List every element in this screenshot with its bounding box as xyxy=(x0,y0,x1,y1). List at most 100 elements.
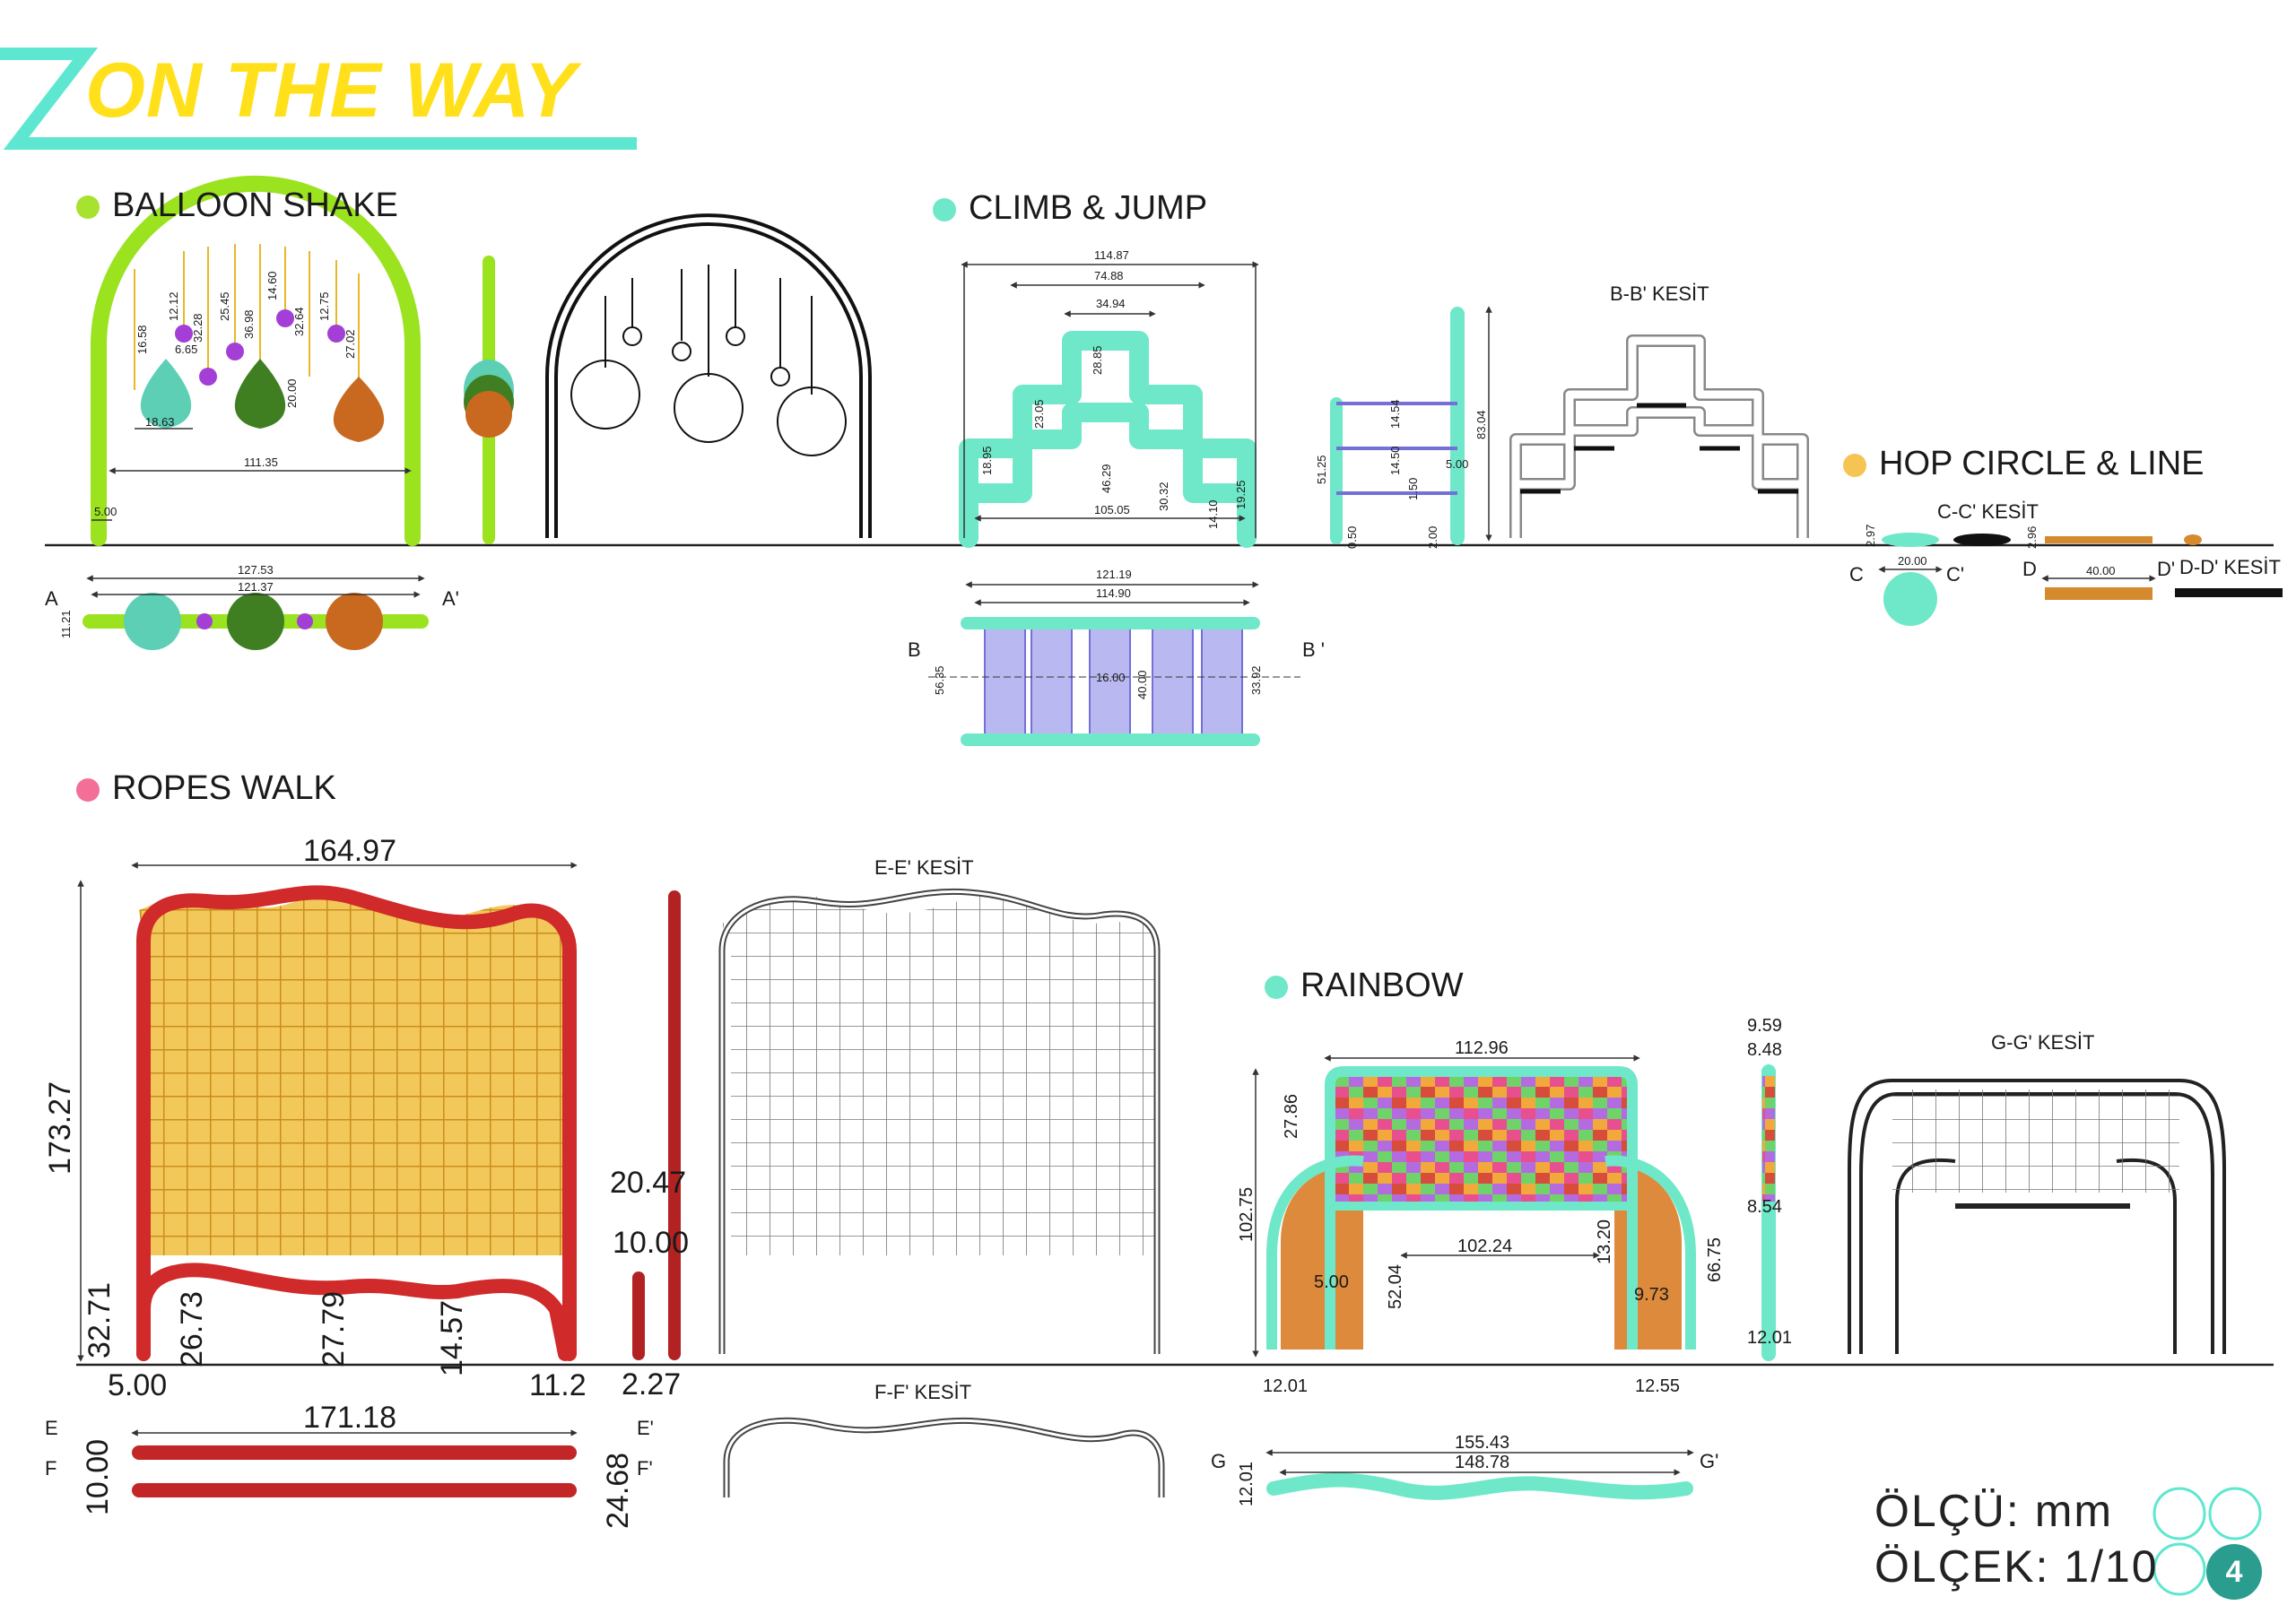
dim-label: 30.32 xyxy=(1157,482,1170,511)
dim-label: 114.90 xyxy=(1096,586,1131,600)
dim-label: 14.54 xyxy=(1388,399,1402,429)
dim-label: 27.79 xyxy=(317,1291,351,1367)
dim-label: 1.50 xyxy=(1406,478,1420,500)
marker-f-prime: F' xyxy=(637,1457,653,1480)
dim-label: 9.73 xyxy=(1634,1285,1669,1305)
dim-label: 36.98 xyxy=(242,309,256,339)
dim-label: 5.00 xyxy=(94,505,117,518)
dim-label: 19.25 xyxy=(1234,480,1248,509)
section-heading-hop-circle-line: HOP CIRCLE & LINE xyxy=(1843,447,2205,481)
cut-title-bb: B-B' KESİT xyxy=(1610,282,1709,305)
dim-label: 2.27 xyxy=(622,1367,681,1402)
section-label: CLIMB & JUMP xyxy=(969,189,1208,227)
dim-label: 155.43 xyxy=(1455,1433,1509,1453)
dim-label: 2.96 xyxy=(2025,526,2039,549)
marker-a-prime: A' xyxy=(442,587,459,610)
dim-label: 13.20 xyxy=(1595,1219,1614,1264)
dim-label: 105.05 xyxy=(1094,503,1130,516)
dim-label: 2.97 xyxy=(1864,525,1877,547)
section-heading-rainbow: RAINBOW xyxy=(1265,968,1464,1002)
dim-label: 5.00 xyxy=(108,1368,167,1402)
rainbow-section-gg xyxy=(1848,1079,2226,1354)
dim-label: 12.01 xyxy=(1237,1462,1257,1506)
dim-label: 18.63 xyxy=(145,415,175,429)
hop-plans xyxy=(1878,566,2283,626)
marker-g-prime: G' xyxy=(1700,1450,1718,1472)
dim-label: 18.95 xyxy=(980,446,994,475)
marker-f: F xyxy=(45,1457,57,1480)
marker-d: D xyxy=(2022,558,2037,580)
dim-label: 34.94 xyxy=(1096,297,1126,310)
cut-title-gg: G-G' KESİT xyxy=(1991,1031,2094,1054)
dim-label: 32.71 xyxy=(83,1282,117,1358)
dim-label: 33.92 xyxy=(1249,665,1263,695)
marker-b: B xyxy=(908,638,921,661)
marker-d-prime: D' xyxy=(2157,558,2175,580)
marker-e: E xyxy=(45,1417,58,1439)
balloon-shake-elevation xyxy=(91,175,421,546)
ropes-walk-side-view xyxy=(632,890,681,1360)
scale-label: ÖLÇEK: 1/10 xyxy=(1874,1541,2159,1592)
dim-label: 24.68 xyxy=(601,1453,635,1529)
dim-label: 12.01 xyxy=(1747,1328,1792,1348)
climb-jump-side-view xyxy=(1330,306,1492,545)
section-label: HOP CIRCLE & LINE xyxy=(1879,445,2205,482)
dim-label: 20.00 xyxy=(1898,554,1927,568)
marker-c: C xyxy=(1849,563,1864,586)
dim-label: 127.53 xyxy=(238,563,274,577)
dim-label: 27.02 xyxy=(344,329,357,359)
climb-jump-steps xyxy=(1520,403,1798,494)
dim-label: 12.01 xyxy=(1263,1376,1308,1396)
section-label: RAINBOW xyxy=(1300,967,1464,1004)
bullet-dot-icon xyxy=(76,195,100,219)
dim-label: 20.47 xyxy=(610,1166,686,1200)
balloon-shake-outline-view xyxy=(545,213,872,538)
climb-jump-section-bb-fill xyxy=(1511,336,1807,538)
dim-label: 28.85 xyxy=(1091,345,1104,375)
dim-label: 12.75 xyxy=(317,291,331,321)
dim-label: 173.27 xyxy=(43,1081,77,1175)
unit-label: ÖLÇÜ: mm xyxy=(1874,1486,2113,1536)
dim-label: 102.75 xyxy=(1237,1187,1257,1242)
marker-b-prime: B ' xyxy=(1302,638,1325,661)
bullet-dot-icon xyxy=(1843,453,1866,477)
dim-label: 16.00 xyxy=(1096,671,1126,684)
cut-title-cc: C-C' KESİT xyxy=(1937,500,2039,523)
ropes-walk-section-ee xyxy=(718,888,1161,1354)
cut-title-ee: E-E' KESİT xyxy=(874,856,974,879)
dim-label: 9.59 xyxy=(1747,1016,1782,1036)
dim-label: 25.45 xyxy=(218,291,231,321)
ropes-walk-section-ff xyxy=(723,1417,1165,1497)
dim-label: 40.00 xyxy=(2086,564,2116,577)
dim-label: 164.97 xyxy=(303,834,396,868)
page-title: ON THE WAY xyxy=(85,48,578,134)
dim-label: 121.19 xyxy=(1096,568,1132,581)
dim-label: 32.28 xyxy=(191,313,204,343)
ropes-walk-plan-view xyxy=(131,1429,578,1497)
dim-label: 56.35 xyxy=(933,665,946,695)
balloon-shake-side-view xyxy=(464,256,514,544)
dim-label: 14.10 xyxy=(1206,499,1220,529)
climb-jump-plan-view xyxy=(928,581,1300,746)
dim-label: 12.55 xyxy=(1635,1376,1680,1396)
dim-label: 20.00 xyxy=(285,378,299,408)
marker-c-prime: C' xyxy=(1946,563,1964,586)
ropes-dimension-labels: 164.97 173.27 32.71 26.73 27.79 14.57 5.… xyxy=(43,834,689,1529)
climb-jump-dimensions xyxy=(961,261,1259,538)
dim-label: 111.35 xyxy=(244,456,278,469)
dim-label: 2.00 xyxy=(1426,526,1439,549)
dim-label: 74.88 xyxy=(1094,269,1124,282)
dim-label: 10.00 xyxy=(613,1226,689,1260)
dim-label: 171.18 xyxy=(303,1401,396,1435)
dim-label: 66.75 xyxy=(1705,1237,1725,1282)
page-number-badge: 4 xyxy=(2206,1544,2262,1600)
balloon-shake-plan-view xyxy=(83,575,429,650)
dim-label: 10.00 xyxy=(81,1439,115,1515)
dim-label: 83.04 xyxy=(1474,410,1488,439)
marker-a: A xyxy=(45,587,58,610)
dim-label: 23.05 xyxy=(1032,399,1046,429)
section-label: ROPES WALK xyxy=(112,769,336,807)
climb-dimension-labels: 114.87 74.88 34.94 28.85 23.05 18.95 46.… xyxy=(933,248,1488,699)
dim-label: 0.50 xyxy=(1345,526,1359,549)
